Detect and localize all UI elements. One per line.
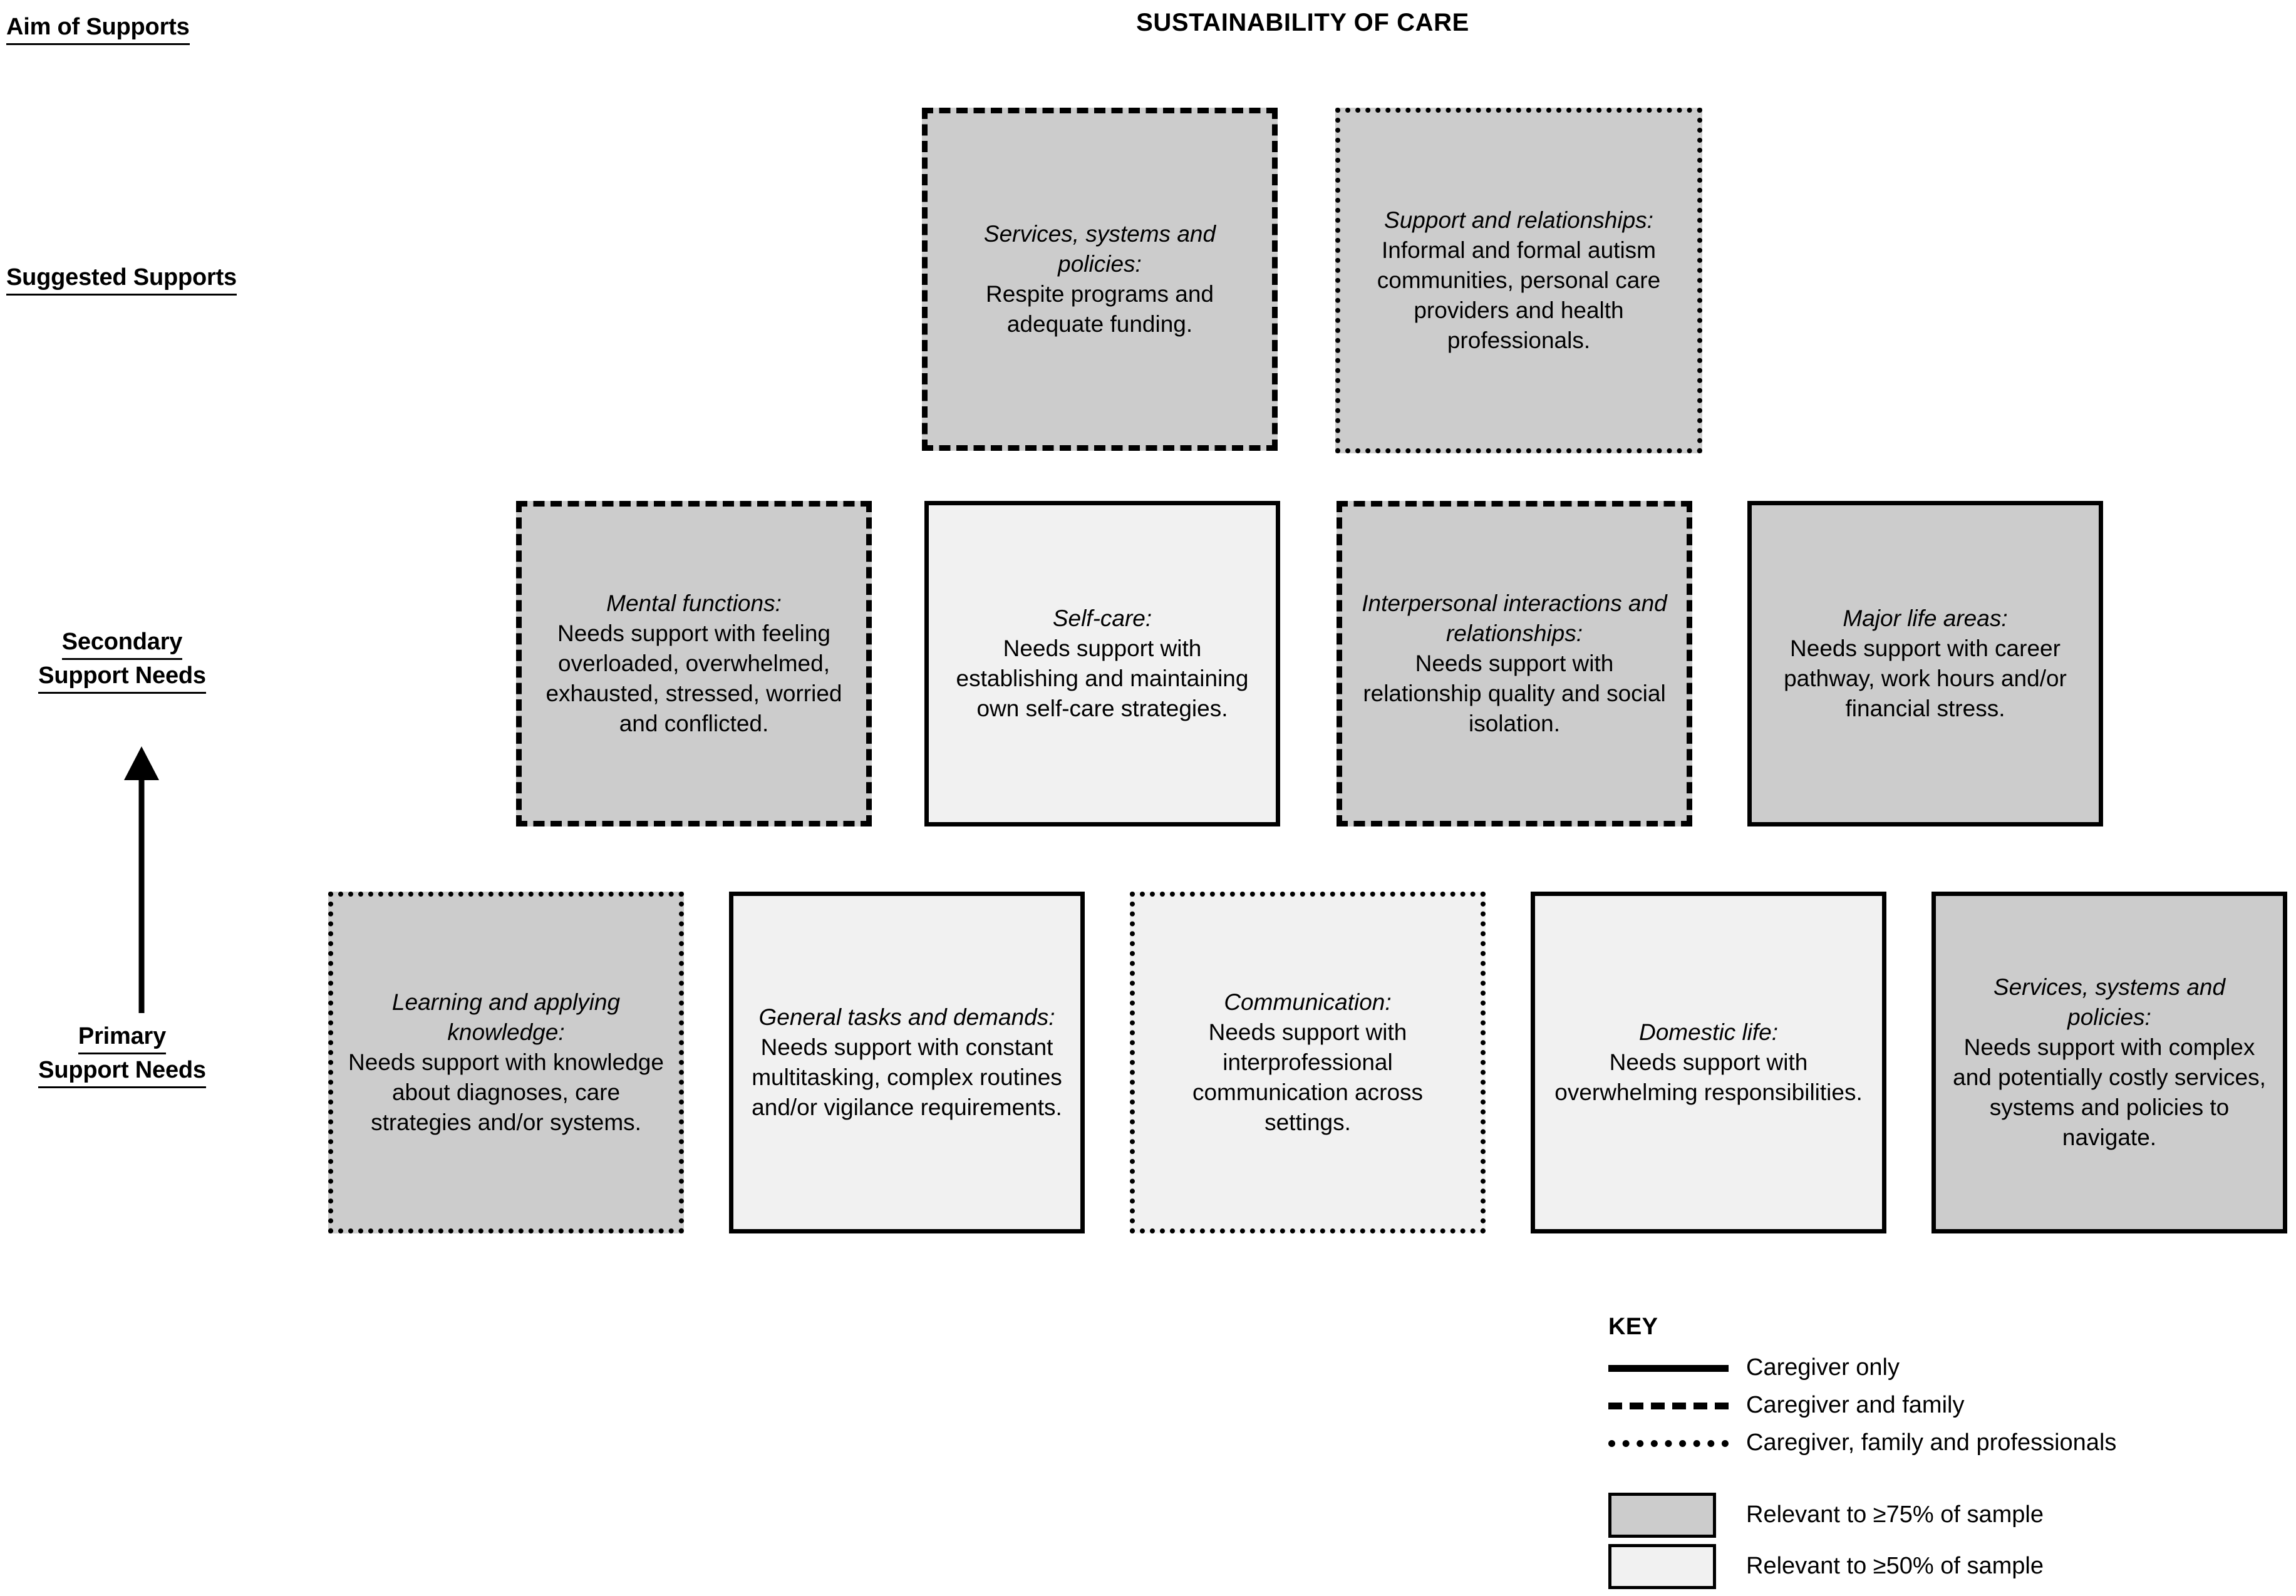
key-fill-label: Relevant to ≥50% of sample: [1746, 1553, 2044, 1580]
node-title: Communication:: [1224, 989, 1392, 1015]
node-description: Needs support with career pathway, work …: [1784, 635, 2067, 722]
row-label-suggested-supports: Suggested Supports: [6, 262, 332, 296]
node-title: Support and relationships:: [1384, 207, 1653, 233]
node-secondary-major-life-areas[interactable]: Major life areas: Needs support with car…: [1747, 501, 2103, 826]
key-line-label: Caregiver and family: [1746, 1392, 1965, 1419]
node-primary-general-tasks-and-demands[interactable]: General tasks and demands: Needs support…: [729, 892, 1085, 1233]
key-line-row-caregiver-and-family: Caregiver and family: [1608, 1387, 2291, 1424]
row-label-primary-line2: Support Needs: [38, 1054, 206, 1089]
node-secondary-self-care[interactable]: Self-care: Needs support with establishi…: [924, 501, 1280, 826]
node-title: Major life areas:: [1843, 605, 2008, 631]
node-title: Self-care:: [1052, 605, 1152, 631]
key-line-label: Caregiver, family and professionals: [1746, 1429, 2117, 1456]
key-legend: KEY Caregiver only Caregiver and family …: [1608, 1314, 2291, 1592]
node-title: Services, systems and policies:: [1993, 974, 2226, 1030]
solid-line-swatch-icon: [1608, 1364, 1729, 1372]
node-secondary-mental-functions[interactable]: Mental functions: Needs support with fee…: [516, 501, 872, 826]
node-suggested-support-and-relationships[interactable]: Support and relationships: Informal and …: [1335, 108, 1702, 453]
key-line-row-caregiver-family-professionals: Caregiver, family and professionals: [1608, 1424, 2291, 1462]
page-title: SUSTAINABILITY OF CARE: [1136, 9, 1469, 36]
node-title: Services, systems and policies:: [983, 220, 1216, 277]
dark-grey-fill-swatch-icon: [1608, 1493, 1716, 1538]
node-primary-communication[interactable]: Communication: Needs support with interp…: [1130, 892, 1486, 1233]
node-title: Interpersonal interactions and relations…: [1362, 590, 1667, 646]
node-secondary-interpersonal-interactions-and-relationships[interactable]: Interpersonal interactions and relations…: [1337, 501, 1692, 826]
key-fill-row-75: Relevant to ≥75% of sample: [1608, 1490, 2291, 1541]
row-label-secondary-support-needs: Secondary Support Needs: [6, 626, 238, 694]
row-label-primary-support-needs: Primary Support Needs: [6, 1021, 238, 1089]
node-description: Informal and formal autism communities, …: [1377, 237, 1661, 354]
node-description: Respite programs and adequate funding.: [985, 281, 1214, 337]
node-primary-learning-and-applying-knowledge[interactable]: Learning and applying knowledge: Needs s…: [328, 892, 684, 1233]
light-grey-fill-swatch-icon: [1608, 1544, 1716, 1589]
node-title: General tasks and demands:: [758, 1004, 1055, 1030]
node-description: Needs support with interprofessional com…: [1192, 1019, 1424, 1136]
node-title: Learning and applying knowledge:: [391, 989, 621, 1045]
row-label-primary-line1: Primary: [78, 1021, 166, 1055]
key-fill-label: Relevant to ≥75% of sample: [1746, 1501, 2044, 1528]
node-description: Needs support with overwhelming responsi…: [1554, 1049, 1863, 1106]
row-label-secondary-line1: Secondary: [61, 626, 182, 661]
upward-arrow-icon: [124, 746, 159, 1013]
row-label-aim-of-supports: Aim of Supports: [6, 11, 257, 46]
row-label-secondary-line2: Support Needs: [38, 660, 206, 694]
dashed-line-swatch-icon: [1608, 1402, 1729, 1409]
node-description: Needs support with knowledge about diagn…: [348, 1049, 664, 1136]
node-title: Domestic life:: [1638, 1019, 1779, 1045]
node-description: Needs support with relationship quality …: [1363, 650, 1666, 737]
key-fill-row-50: Relevant to ≥50% of sample: [1608, 1541, 2291, 1592]
node-title: Mental functions:: [606, 590, 782, 616]
node-suggested-services-systems-policies[interactable]: Services, systems and policies: Respite …: [922, 108, 1278, 451]
key-title: KEY: [1608, 1314, 1658, 1340]
node-description: Needs support with constant multitasking…: [752, 1034, 1062, 1121]
key-line-row-caregiver-only: Caregiver only: [1608, 1349, 2291, 1387]
row-label-aim-text: Aim of Supports: [6, 11, 190, 46]
node-description: Needs support with establishing and main…: [956, 635, 1249, 722]
dotted-line-swatch-icon: [1608, 1439, 1729, 1447]
row-label-suggested-text: Suggested Supports: [6, 262, 237, 296]
node-primary-domestic-life[interactable]: Domestic life: Needs support with overwh…: [1531, 892, 1886, 1233]
node-description: Needs support with complex and potential…: [1953, 1034, 2266, 1151]
node-primary-services-systems-policies[interactable]: Services, systems and policies: Needs su…: [1931, 892, 2287, 1233]
key-line-label: Caregiver only: [1746, 1354, 1900, 1381]
node-description: Needs support with feeling overloaded, o…: [546, 620, 842, 737]
